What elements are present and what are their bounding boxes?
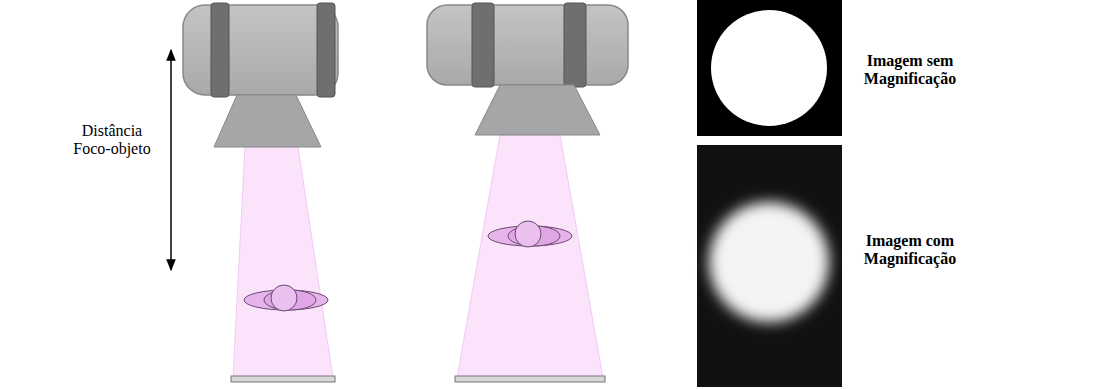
object (244, 285, 328, 311)
image-label: Imagem sem Magnificação (854, 52, 966, 89)
xray-tube (427, 3, 628, 378)
blurred-image (697, 145, 842, 387)
distance-label: Distância Foco-objeto (62, 122, 162, 159)
xray-tube (183, 3, 338, 378)
distance-arrow (170, 50, 172, 270)
detector (231, 376, 335, 382)
image-label: Imagem com Magnificação (854, 232, 966, 269)
sharp-image (697, 0, 842, 136)
object (488, 221, 572, 247)
detector (455, 376, 605, 382)
